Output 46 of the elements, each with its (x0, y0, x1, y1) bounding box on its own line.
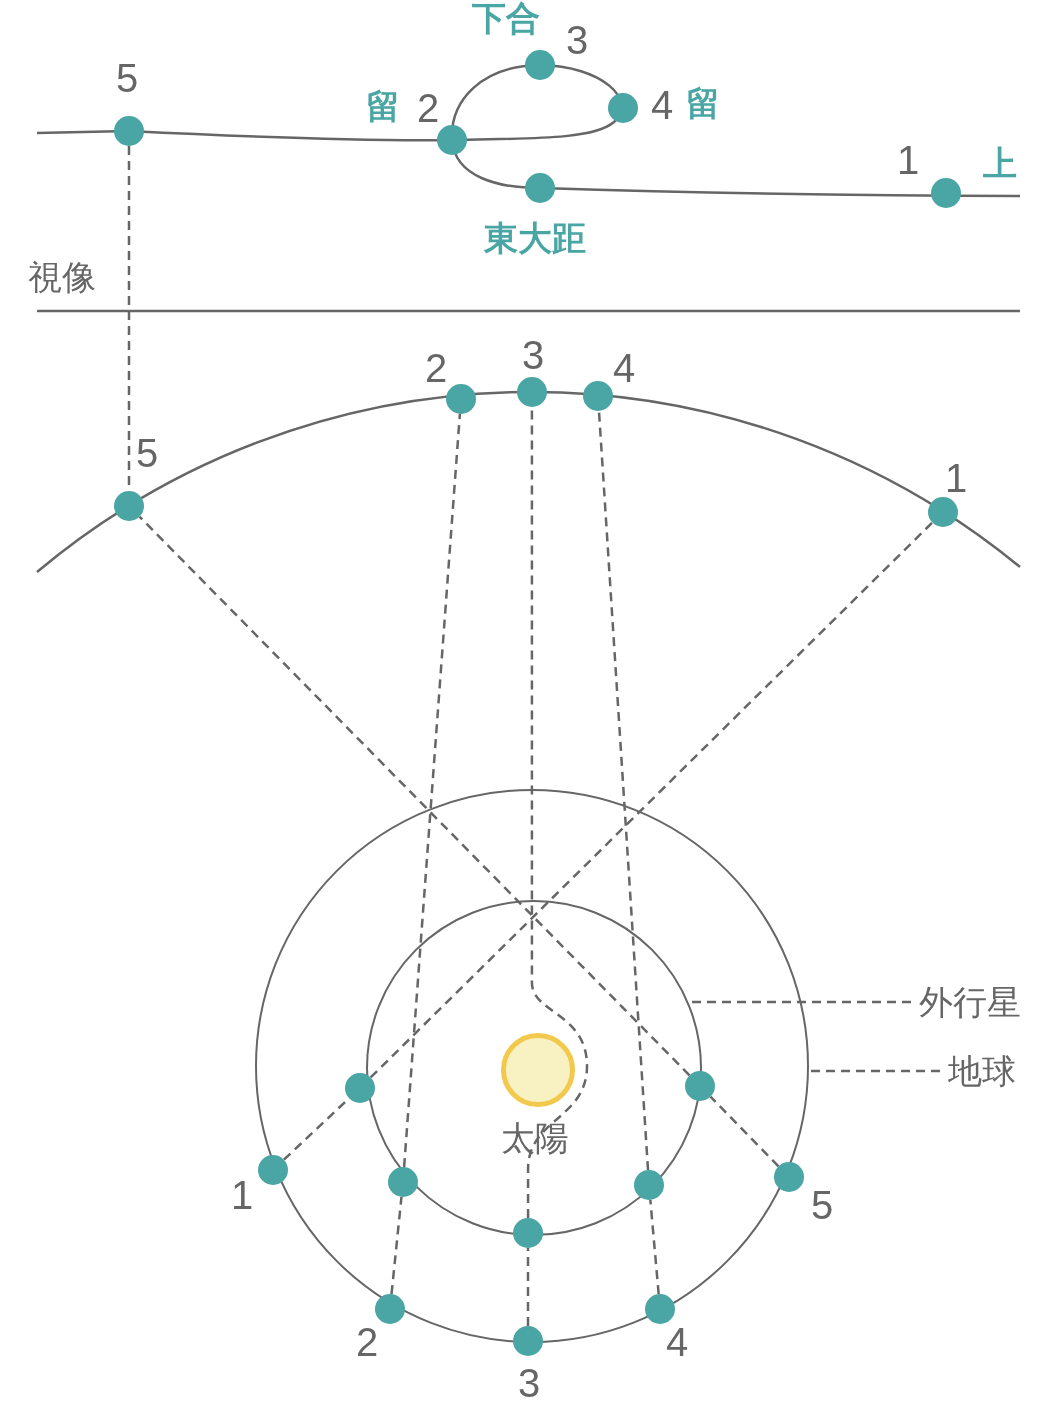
label-text: 上 (983, 146, 1017, 180)
position-dot (583, 381, 613, 411)
sight-line (402, 413, 462, 1168)
position-dot (517, 377, 547, 407)
position-dot (114, 491, 144, 521)
sun-circle (501, 1033, 575, 1107)
position-dot (928, 497, 958, 527)
sight-line (649, 1199, 660, 1295)
sight-line (390, 1196, 403, 1295)
number-label: 3 (565, 20, 589, 60)
number-label: 4 (665, 1322, 689, 1362)
sight-line (709, 1095, 780, 1168)
number-label: 1 (230, 1175, 254, 1215)
position-dot (446, 384, 476, 414)
leader-line (808, 1069, 940, 1073)
label-text: 留 (366, 89, 400, 123)
number-label: 1 (944, 458, 968, 498)
position-dot (525, 50, 555, 80)
position-dot (114, 116, 144, 146)
label-text: 外行星 (919, 985, 1021, 1019)
sight-line (597, 410, 650, 1171)
label-text: 留 (686, 86, 720, 120)
number-label: 2 (416, 88, 440, 128)
label-text: 視像 (28, 260, 96, 294)
position-dot (437, 125, 467, 155)
number-label: 4 (612, 348, 636, 388)
label-text: 地球 (948, 1054, 1016, 1088)
number-label: 5 (810, 1185, 834, 1225)
number-label: 1 (896, 140, 920, 180)
number-label: 5 (135, 433, 159, 473)
label-text: 太陽 (501, 1121, 569, 1155)
label-text: 東大距 (484, 221, 586, 255)
sight-line (138, 515, 691, 1077)
sight-line (369, 521, 934, 1079)
position-dot (513, 1326, 543, 1356)
number-label: 3 (521, 335, 545, 375)
position-dot (608, 93, 638, 123)
number-label: 2 (355, 1322, 379, 1362)
number-label: 2 (424, 348, 448, 388)
sight-line (526, 1248, 530, 1326)
number-label: 5 (115, 58, 139, 98)
position-dot (525, 173, 555, 203)
number-label: 3 (517, 1363, 541, 1403)
label-text: 下合 (472, 1, 540, 35)
number-label: 4 (650, 85, 674, 125)
position-dot (931, 178, 961, 208)
